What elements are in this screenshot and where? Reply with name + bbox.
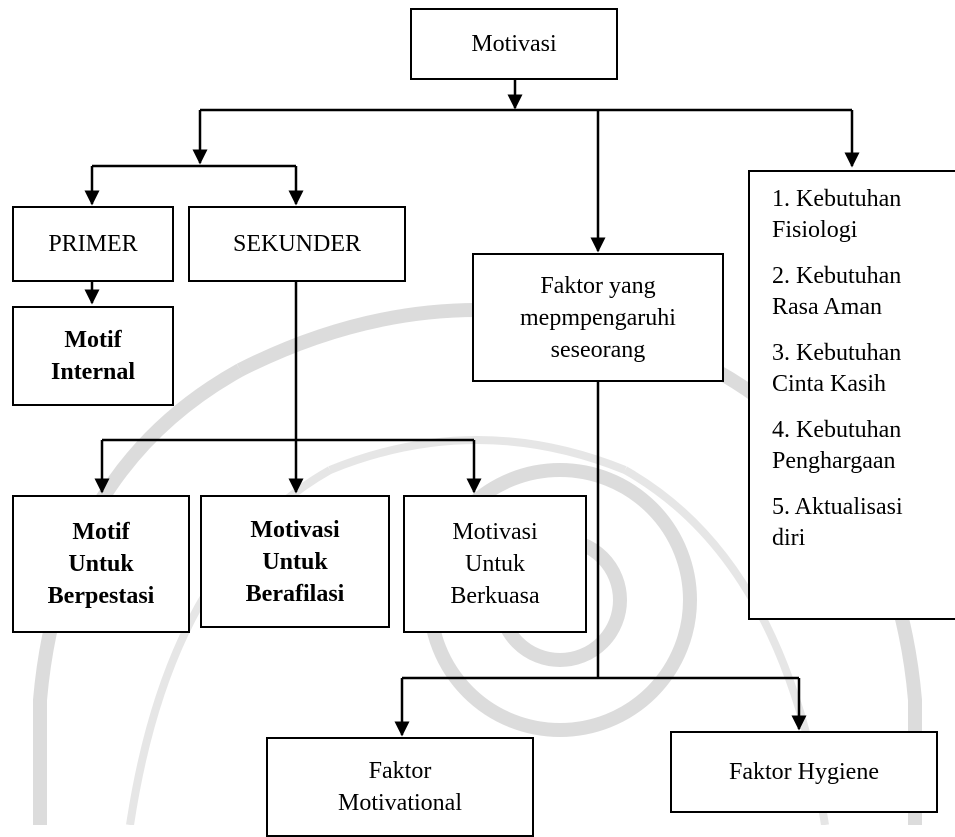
node-motif-berprestasi: Motif Untuk Berpestasi	[12, 495, 190, 633]
node-sekunder: SEKUNDER	[188, 206, 406, 282]
node-motivasi: Motivasi	[410, 8, 618, 80]
needs-item-2: 2. Kebutuhan Rasa Aman	[772, 263, 902, 320]
node-primer: PRIMER	[12, 206, 174, 282]
node-faktor-motivational: Faktor Motivational	[266, 737, 534, 837]
node-faktor-yang: Faktor yang mepmpengaruhi seseorang	[472, 253, 724, 382]
node-motivasi-berafilasi: Motivasi Untuk Berafilasi	[200, 495, 390, 628]
needs-item-4: 4. Kebutuhan Penghargaan	[772, 417, 902, 474]
needs-item-1: 1. Kebutuhan Fisiologi	[772, 186, 902, 243]
node-needs-list: 1. Kebutuhan Fisiologi 2. Kebutuhan Rasa…	[748, 170, 955, 620]
needs-item-3: 3. Kebutuhan Cinta Kasih	[772, 340, 902, 397]
node-motivasi-berkuasa: Motivasi Untuk Berkuasa	[403, 495, 587, 633]
node-faktor-hygiene: Faktor Hygiene	[670, 731, 938, 813]
node-motif-internal: Motif Internal	[12, 306, 174, 406]
needs-item-5: 5. Aktualisasi diri	[772, 494, 903, 551]
